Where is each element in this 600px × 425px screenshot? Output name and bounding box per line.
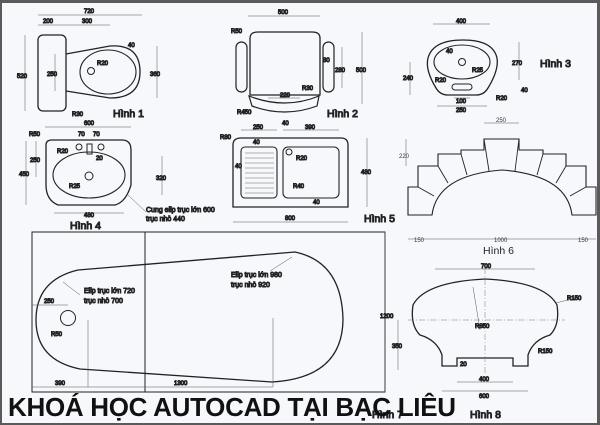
figure-3-basin: 400 40 R25 270 240 40 R20 100 R20 250 Hì… <box>403 19 572 115</box>
dim-label: 20 <box>96 156 103 162</box>
dim-label: 250 <box>30 158 41 164</box>
course-title-banner: KHOÁ HỌC AUTOCAD TẠI BẠC LIÊU <box>8 392 456 422</box>
annotation-note: trục nhỏ 440 <box>146 215 185 223</box>
dim-label: 250 <box>47 72 58 78</box>
dim-label: R20 <box>435 78 447 84</box>
dim-label: R80 <box>220 135 232 141</box>
dim-label: R50 <box>29 132 41 138</box>
figure-label: Hình 8 <box>470 409 501 421</box>
dim-label: R25 <box>69 184 81 190</box>
dim-label: 1000 <box>494 238 508 244</box>
figure-6-arch: 250 220 150 1000 150 Hình 6 <box>399 118 597 257</box>
dim-label: 40 <box>446 49 453 55</box>
dim-label: 390 <box>305 125 316 131</box>
dim-label: 70 <box>93 132 100 138</box>
dim-label: 1200 <box>380 314 394 320</box>
dim-label: 250 <box>253 125 264 131</box>
figure-label: Hình 2 <box>327 108 358 120</box>
dim-label: R20 <box>496 96 508 102</box>
annotation-note: Cung elip trục lớn 600 <box>146 207 215 214</box>
dim-label: 480 <box>361 170 372 176</box>
dim-label: R20 <box>296 156 308 162</box>
dim-label: 250 <box>456 108 467 114</box>
figure-4-vanity-sink: 600 R50 70 70 R20 450 250 20 R25 320 480… <box>19 121 216 233</box>
dim-label: 80 <box>323 58 330 64</box>
dim-label: 480 <box>84 213 95 219</box>
dim-label: 520 <box>17 74 28 80</box>
dim-label: R150 <box>567 296 582 302</box>
dim-label: 240 <box>403 76 414 82</box>
dim-label: 500 <box>356 68 367 74</box>
figure-label: Hình 5 <box>364 213 395 225</box>
dim-label: 250 <box>496 118 507 124</box>
figure-2-chair: 500 R50 80 280 500 220 R30 R450 Hình 2 <box>231 10 368 121</box>
dim-label: R450 <box>237 110 252 116</box>
dim-label: 700 <box>481 264 492 270</box>
dim-label: R20 <box>97 61 109 67</box>
dim-label: R50 <box>231 29 243 35</box>
dim-label: 390 <box>55 381 66 387</box>
figure-5-kitchen-sink: R80 250 40 390 R20 R40 480 800 40 40 40 … <box>220 121 396 226</box>
dim-label: 70 <box>78 132 85 138</box>
dim-label: R25 <box>472 68 484 74</box>
annotation-note: trục nhỏ 700 <box>84 297 123 305</box>
dim-label: 270 <box>512 61 523 67</box>
dim-label: 320 <box>156 176 167 182</box>
dim-label: 350 <box>392 344 403 350</box>
figure-1-toilet: 720 200 300 520 250 360 R20 R30 40 Hình … <box>17 9 162 121</box>
dim-label: 450 <box>19 172 30 178</box>
dim-label: R20 <box>57 149 69 155</box>
dim-label: R150 <box>538 349 553 355</box>
dim-label: 400 <box>456 19 467 25</box>
figure-label: Hình 7 <box>372 409 403 421</box>
dim-label: 300 <box>82 19 93 25</box>
dim-label: 40 <box>128 43 135 49</box>
annotation-note: Elip trục lớn 980 <box>231 272 282 279</box>
dim-label: 40 <box>313 200 320 206</box>
dim-label: 40 <box>235 164 242 170</box>
dim-label: 800 <box>285 216 296 222</box>
dim-label: 150 <box>578 238 589 244</box>
dim-label: 1300 <box>174 381 188 387</box>
figure-label: Hình 4 <box>70 220 101 232</box>
dim-label: 20 <box>460 362 467 368</box>
dim-label: 250 <box>44 299 55 305</box>
dim-label: 360 <box>150 72 161 78</box>
figure-8-table: 700 R150 R150 R850 350 20 400 600 Hình 8 <box>392 264 583 422</box>
annotation-note: Elip trục lớn 720 <box>84 288 135 295</box>
dim-label: 40 <box>521 88 528 94</box>
figure-label: Hình 6 <box>483 245 514 257</box>
dim-label: 220 <box>280 93 291 99</box>
dim-label: 220 <box>399 154 410 160</box>
dim-label: 500 <box>278 10 289 16</box>
dim-label: R30 <box>302 86 314 92</box>
dim-label: 600 <box>479 394 490 400</box>
dim-label: R50 <box>51 332 63 338</box>
annotation-note: trục nhỏ 920 <box>231 281 270 289</box>
dim-label: 100 <box>456 99 467 105</box>
dim-label: 40 <box>282 121 289 127</box>
dim-label: 600 <box>84 121 95 127</box>
dim-label: 150 <box>414 238 425 244</box>
dim-label: 280 <box>335 68 346 74</box>
dim-label: 40 <box>253 140 260 146</box>
dim-label: 200 <box>43 19 54 25</box>
dim-label: 720 <box>84 9 95 15</box>
figure-7-bathtub: 250 R50 390 1300 1200 Elip trục lớn 720 … <box>31 231 404 422</box>
dim-label: R40 <box>293 184 305 190</box>
dim-label: 400 <box>479 377 490 383</box>
dim-label: R30 <box>72 112 84 118</box>
figure-label: Hình 1 <box>113 108 144 120</box>
figure-label: Hình 3 <box>540 58 571 70</box>
dim-label: R850 <box>475 324 490 330</box>
